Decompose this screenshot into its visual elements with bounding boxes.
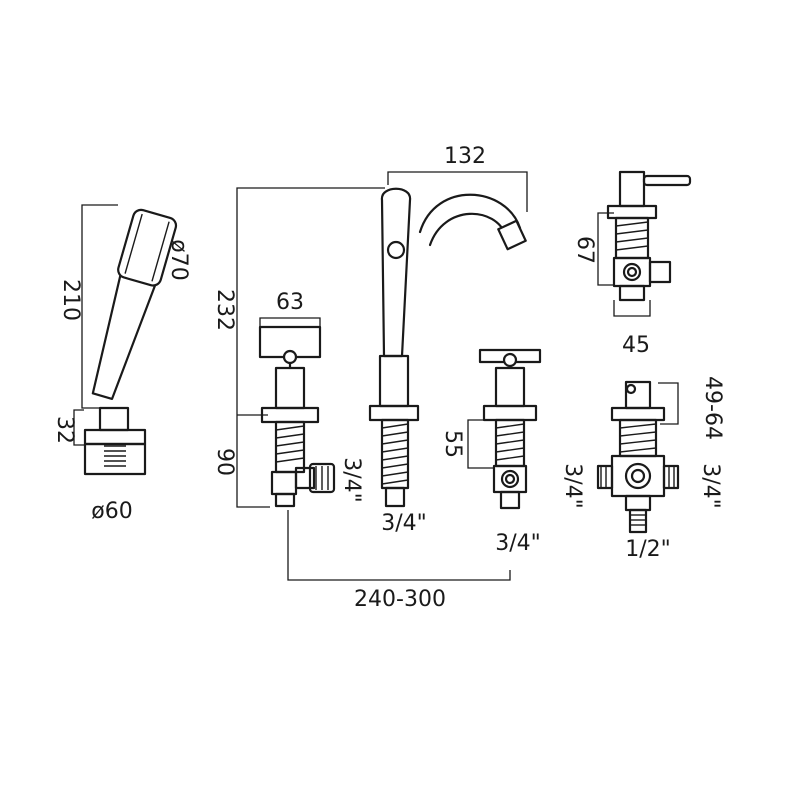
hand-shower bbox=[83, 208, 178, 476]
handset-length-dimension bbox=[81, 204, 118, 409]
mixer-left-thread-label: 3/4" bbox=[560, 463, 585, 509]
centres-dimension bbox=[287, 510, 511, 581]
handset-length-label: 210 bbox=[58, 279, 83, 321]
right-valve bbox=[478, 348, 542, 510]
holder-height-dimension bbox=[73, 409, 84, 446]
mixer-body bbox=[596, 380, 680, 534]
mixer-right-thread-label: 3/4" bbox=[698, 463, 723, 509]
diverter-width-dimension bbox=[613, 300, 651, 317]
mixer-adjust-dimension bbox=[658, 382, 679, 425]
diverter-width-label: 45 bbox=[622, 333, 650, 358]
spout-thread-side-label: 3/4" bbox=[339, 457, 364, 503]
holder-diameter-label: ø60 bbox=[91, 499, 132, 524]
holder-height-label: 32 bbox=[52, 416, 77, 444]
spout-reach-label: 132 bbox=[444, 144, 486, 169]
spout-reach-dimension bbox=[387, 171, 528, 212]
centres-label: 240-300 bbox=[354, 587, 446, 612]
spout bbox=[368, 187, 527, 508]
mixer-bottom-thread-label: 1/2" bbox=[625, 537, 671, 562]
diverter-height-label: 67 bbox=[572, 236, 597, 264]
diverter bbox=[606, 170, 692, 302]
handset-head-diameter-label: ø70 bbox=[166, 239, 191, 280]
spout-thread-bottom-label: 3/4" bbox=[381, 511, 427, 536]
right-valve-dimension bbox=[467, 419, 494, 469]
handle-width-label: 63 bbox=[276, 290, 304, 315]
right-valve-thread-label: 3/4" bbox=[495, 531, 541, 556]
left-valve bbox=[258, 325, 336, 508]
spout-height-label: 232 bbox=[212, 289, 237, 331]
valve-height-label: 90 bbox=[212, 448, 237, 476]
mixer-adjust-label: 49-64 bbox=[700, 376, 725, 440]
right-valve-dim-label: 55 bbox=[440, 430, 465, 458]
handle-width-dimension bbox=[259, 317, 321, 330]
diverter-height-dimension bbox=[597, 212, 614, 286]
